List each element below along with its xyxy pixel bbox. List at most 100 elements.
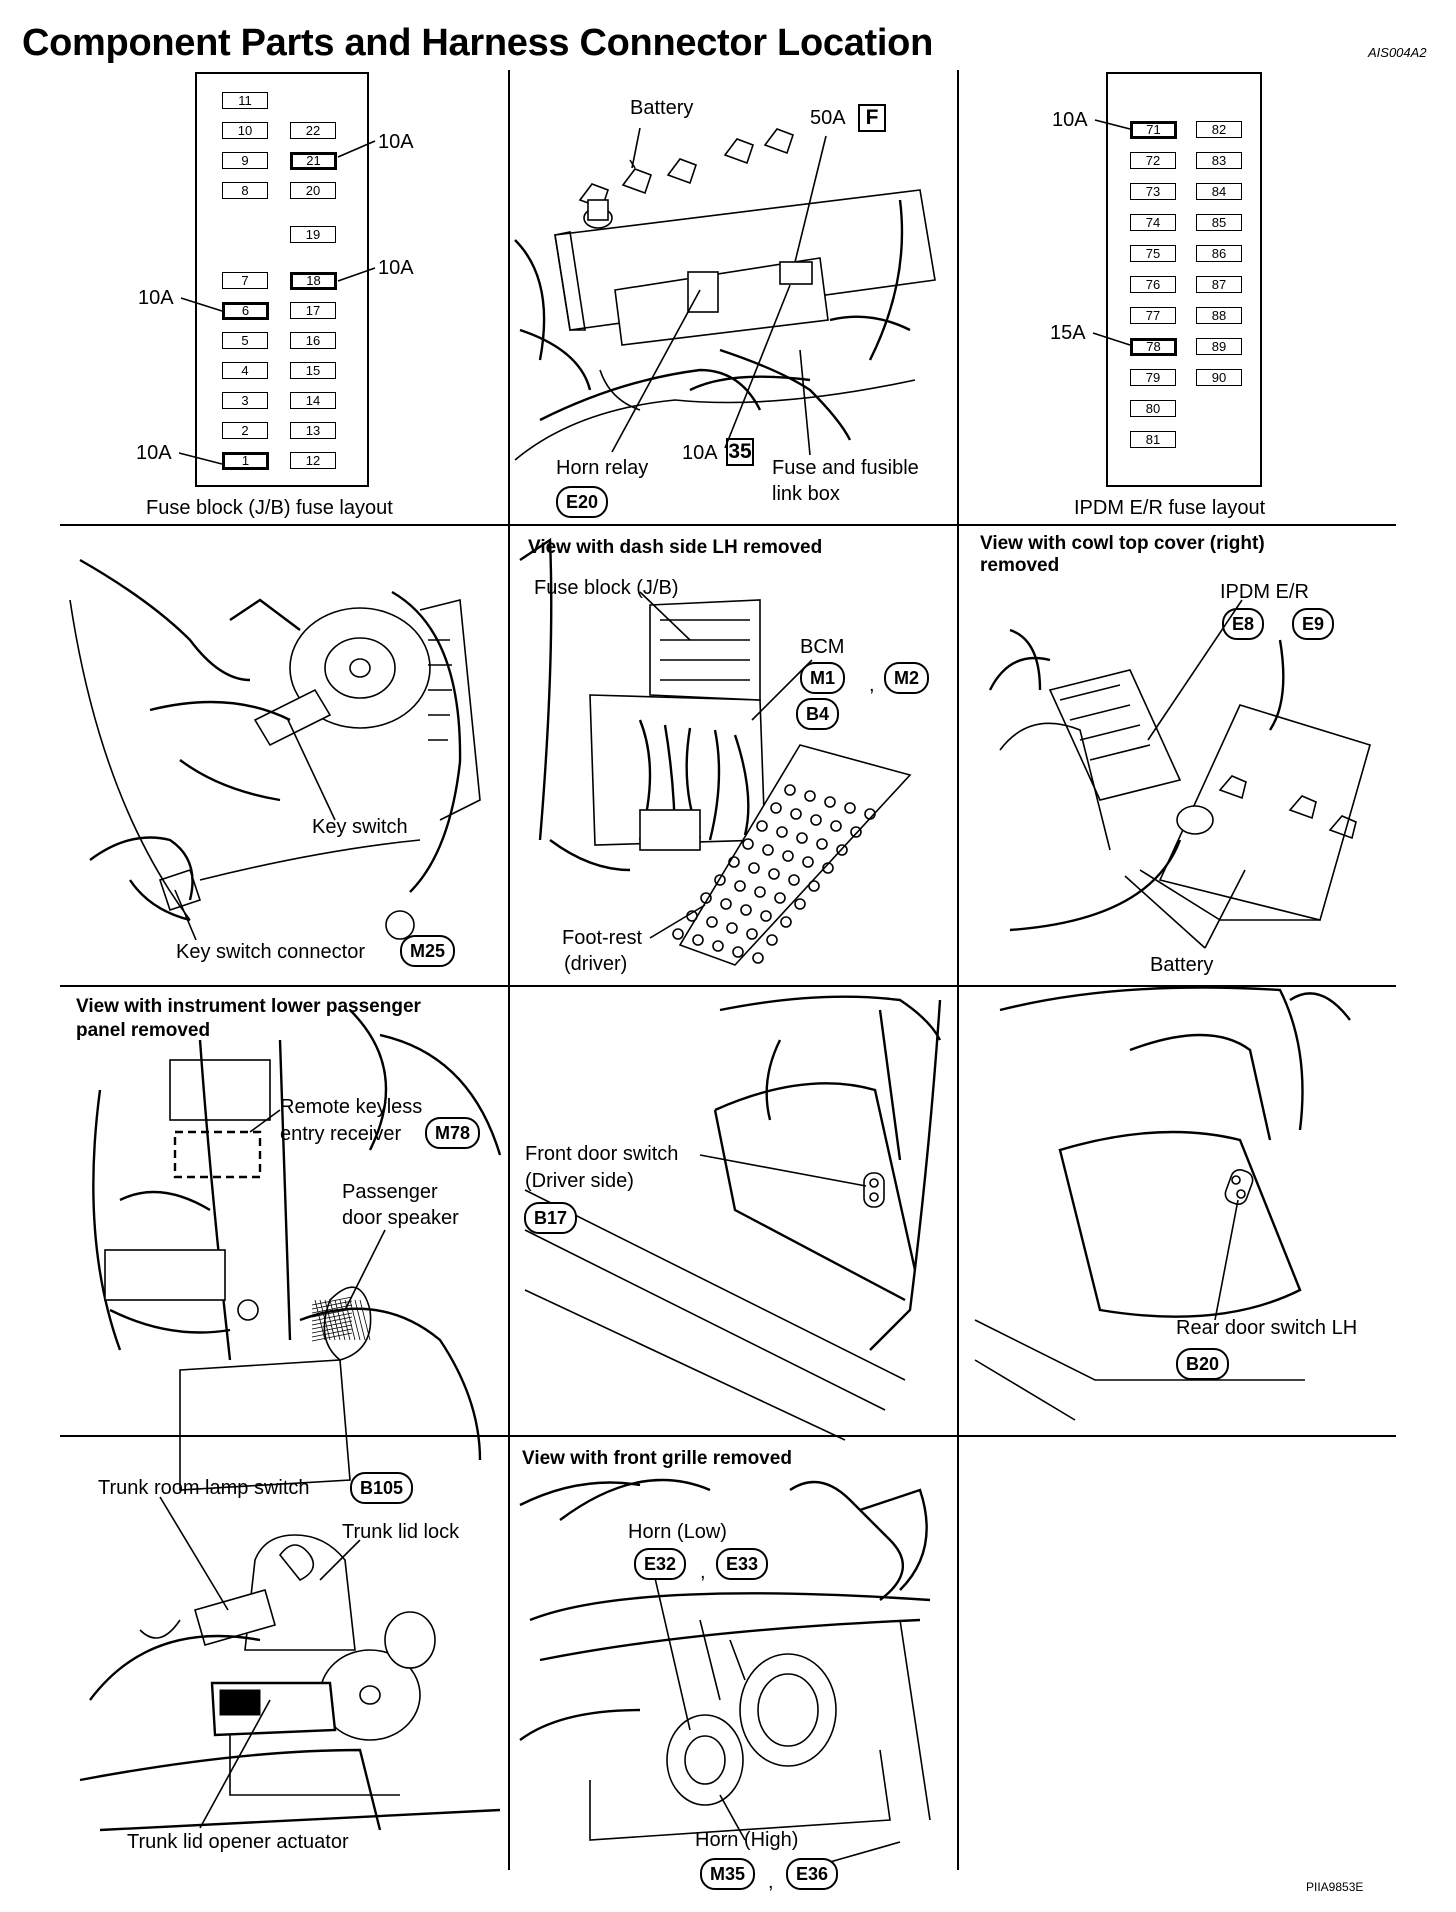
- fuse-slot: 14: [290, 392, 336, 409]
- fuse-callout: 10A: [136, 442, 172, 464]
- fuse-slot: 12: [290, 452, 336, 469]
- connector-badge: B20: [1176, 1348, 1230, 1380]
- lamp-switch-label: Trunk room lamp switch: [98, 1477, 310, 1499]
- fuse-slot: 16: [290, 332, 336, 349]
- ipdm-label: IPDM E/R: [1220, 581, 1309, 603]
- connector-badge: E33: [716, 1548, 769, 1580]
- panel-caption: Fuse block (J/B) fuse layout: [146, 497, 393, 519]
- speaker-label: door speaker: [342, 1207, 459, 1229]
- trunk-lid-lock-label: Trunk lid lock: [342, 1521, 460, 1543]
- horn-relay-label: Horn relay: [556, 457, 649, 479]
- separator: ,: [768, 1871, 774, 1893]
- rke-receiver-label: entry receiver: [280, 1123, 402, 1145]
- speaker-label: Passenger: [342, 1181, 438, 1203]
- fuse-slot: 87: [1196, 276, 1242, 293]
- figure-code-bottom: PIIA9853E: [1306, 1880, 1364, 1894]
- view-heading: View with cowl top cover (right): [980, 533, 1265, 554]
- fuse-slot: 90: [1196, 369, 1242, 386]
- fuse-callout: 10A: [1052, 109, 1088, 131]
- view-heading: panel removed: [76, 1020, 211, 1041]
- fuse-slot: 21: [290, 152, 337, 170]
- fuse-slot: 75: [1130, 245, 1176, 262]
- connector-badge: M78: [425, 1117, 481, 1149]
- panel-caption: IPDM E/R fuse layout: [1074, 497, 1266, 519]
- fuse-slot: 13: [290, 422, 336, 439]
- footrest-label: (driver): [564, 953, 628, 975]
- fuse-slot: 78: [1130, 338, 1177, 356]
- fuse-slot: 84: [1196, 183, 1242, 200]
- fuse-slot: 6: [222, 302, 269, 320]
- horn-low-label: Horn (Low): [628, 1521, 727, 1543]
- fuse-slot: 86: [1196, 245, 1242, 262]
- connector-badge: E32: [634, 1548, 687, 1580]
- fuse-slot: 8: [222, 182, 268, 199]
- fuse-callout: 10A: [138, 287, 174, 309]
- connector-badge: E20: [556, 486, 609, 518]
- fuse-slot: 10: [222, 122, 268, 139]
- connector-badge: M35: [700, 1858, 756, 1890]
- connector-badge: E36: [786, 1858, 839, 1890]
- fuse-slot: 76: [1130, 276, 1176, 293]
- grid-line: [60, 524, 1396, 526]
- horn-high-label: Horn (High): [695, 1829, 799, 1851]
- fuse-slot: 79: [1130, 369, 1176, 386]
- fuse-callout: 15A: [1050, 322, 1086, 344]
- fuse-slot: 11: [222, 92, 268, 109]
- connector-badge: E8: [1222, 608, 1265, 640]
- fuse-slot: 20: [290, 182, 336, 199]
- fuse-slot: 88: [1196, 307, 1242, 324]
- fuse-slot: 80: [1130, 400, 1176, 417]
- fuse-slot: 4: [222, 362, 268, 379]
- key-switch-label: Key switch: [312, 816, 408, 838]
- fuse-slot: 3: [222, 392, 268, 409]
- fuse-slot: 15: [290, 362, 336, 379]
- view-heading: View with front grille removed: [522, 1448, 792, 1469]
- separator: ,: [700, 1561, 706, 1583]
- fuse-slot: 9: [222, 152, 268, 169]
- view-heading: removed: [980, 555, 1060, 576]
- fuse-slot: 71: [1130, 121, 1177, 139]
- view-heading: View with dash side LH removed: [528, 537, 823, 558]
- grid-line: [60, 1435, 1396, 1437]
- grid-line: [60, 985, 1396, 987]
- connector-badge: B17: [524, 1202, 578, 1234]
- fuse-slot: 74: [1130, 214, 1176, 231]
- fuse-block-outline: [195, 72, 369, 487]
- connector-badge: B4: [796, 698, 840, 730]
- separator: ,: [869, 674, 875, 696]
- front-door-switch-label: (Driver side): [525, 1170, 634, 1192]
- fuse-slot: 73: [1130, 183, 1176, 200]
- grid-line: [508, 70, 510, 1870]
- fuse-slot: 81: [1130, 431, 1176, 448]
- fusible-link-amp: 50A: [810, 107, 846, 129]
- fuse-slot: 82: [1196, 121, 1242, 138]
- fuse-box-label: link box: [772, 483, 840, 505]
- fuse-slot: 2: [222, 422, 268, 439]
- fuse-slot: 89: [1196, 338, 1242, 355]
- fuse-slot: 17: [290, 302, 336, 319]
- fuse-slot: 5: [222, 332, 268, 349]
- fuse-slot: 83: [1196, 152, 1242, 169]
- connector-badge: M2: [884, 662, 930, 694]
- fuse-callout: 10A: [378, 131, 414, 153]
- fuse-box-label: Fuse and fusible: [772, 457, 919, 479]
- battery-label: Battery: [1150, 954, 1214, 976]
- fuse-slot: 22: [290, 122, 336, 139]
- rke-receiver-label: Remote keyless: [280, 1096, 423, 1118]
- footrest-label: Foot-rest: [562, 927, 643, 949]
- fuse-slot: 72: [1130, 152, 1176, 169]
- fuse-block-label: Fuse block (J/B): [534, 577, 679, 599]
- grid-line: [957, 70, 959, 1870]
- key-switch-connector-label: Key switch connector: [176, 941, 365, 963]
- connector-badge: E9: [1292, 608, 1335, 640]
- bcm-label: BCM: [800, 636, 845, 658]
- fuse-code: 35: [726, 438, 754, 466]
